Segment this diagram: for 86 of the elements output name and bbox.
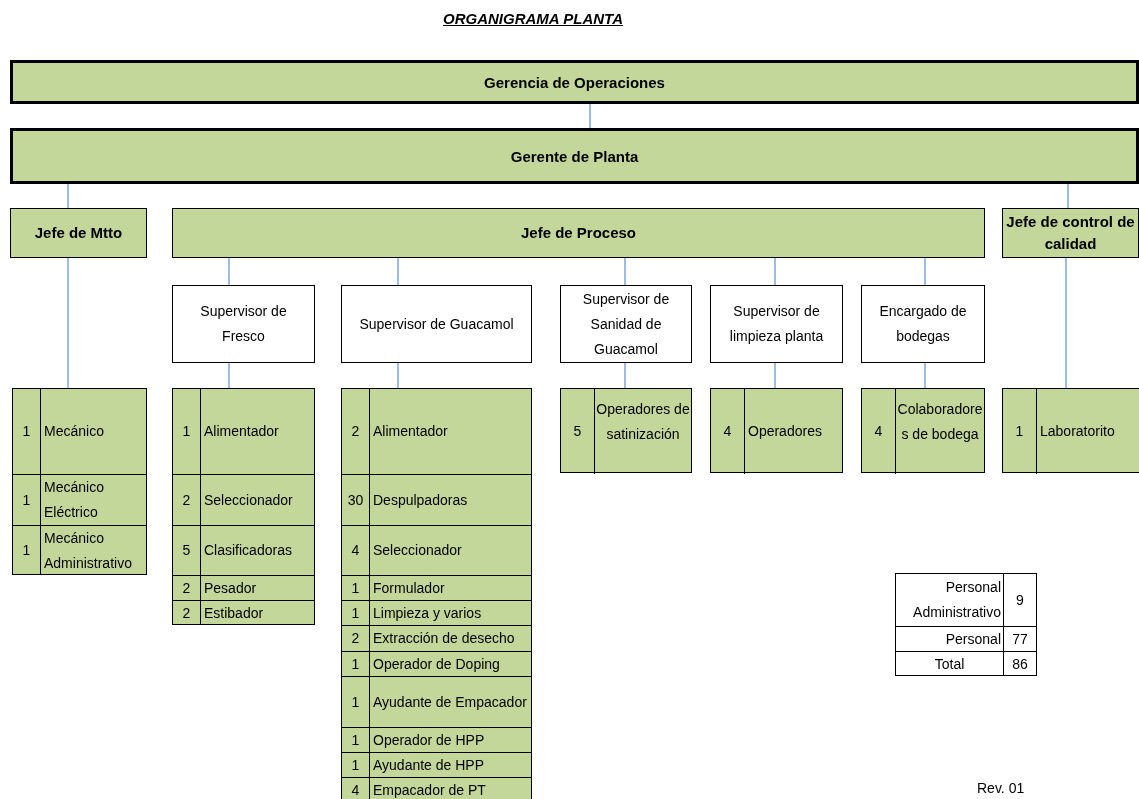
job-title: Colaboradores de bodega [896,400,984,444]
job-title: Pesador [203,578,258,598]
staff-count: 4 [342,778,370,799]
supervisor-box: Supervisor de Fresco [172,285,315,363]
position-box: Jefe de Mtto [10,208,147,258]
job-title: Operador de Doping [372,654,501,674]
connector-line [774,257,776,286]
connector-line [624,362,626,389]
job-title: Formulador [372,578,446,598]
staff-count: 2 [342,626,370,651]
staff-table [172,388,315,625]
connector-line [67,183,69,209]
supervisor-box: Supervisor de Guacamol [341,285,532,363]
position-box: Jefe de control de calidad [1002,208,1139,258]
summary-label: Personal [896,627,1004,651]
connector-line [924,362,926,389]
staff-count: 1 [342,601,370,625]
staff-count: 1 [13,389,41,474]
staff-count: 5 [561,389,595,474]
connector-line [1065,257,1067,389]
job-title: Seleccionador [203,490,294,510]
job-title: Operadores de satinización [595,400,691,444]
staff-count: 4 [342,526,370,575]
staff-count: 1 [342,753,370,777]
staff-count: 1 [1003,389,1037,474]
connector-line [924,257,926,286]
job-title: Operadores [747,422,823,441]
staff-count: 2 [173,601,201,625]
job-title: Estibador [203,603,265,623]
staff-count: 1 [342,652,370,676]
staff-count: 1 [342,677,370,727]
job-title: Extracción de desecho [372,629,516,648]
connector-line [589,103,591,129]
staff-table [1002,388,1139,473]
staff-count: 2 [173,475,201,525]
staff-table [12,388,147,575]
connector-line [228,362,230,389]
job-title: Limpieza y varios [372,603,483,623]
summary-value: 86 [1011,654,1029,674]
job-title: Ayudante de Empacador [372,692,528,712]
job-title: Laboratorito [1039,422,1116,441]
job-title: Mecánico Eléctrico [43,478,105,522]
staff-count: 4 [862,389,896,474]
staff-count: 4 [711,389,745,474]
job-title: Seleccionador [372,541,463,560]
connector-line [774,362,776,389]
job-title: Operador de HPP [372,730,486,750]
staff-count: 1 [13,475,41,525]
staff-table [560,388,692,473]
job-title: Alimentador [203,422,280,441]
staff-count: 2 [173,576,201,600]
staff-table [710,388,843,473]
staff-count: 5 [173,526,201,575]
staff-count: 1 [13,526,41,575]
chart-title: ORGANIGRAMA PLANTA [442,10,624,27]
job-title: Alimentador [372,422,449,441]
staff-table [341,388,532,799]
summary-label: Total [896,652,1004,676]
job-title: Mecánico [43,422,105,441]
connector-line [624,257,626,286]
job-title: Ayudante de HPP [372,755,486,775]
summary-label: Personal Administrativo [896,574,1004,626]
revision-note: Rev. 01 [977,780,1025,796]
job-title: Empacador de PT [372,780,487,799]
job-title: Clasificadoras [203,541,293,560]
supervisor-box: Supervisor de Sanidad de Guacamol [560,285,692,363]
job-title: Despulpadoras [372,490,469,510]
connector-line [397,257,399,286]
summary-value: 9 [1015,590,1025,610]
connector-line [1067,183,1069,209]
position-box: Gerencia de Operaciones [10,60,1139,104]
staff-table [861,388,985,473]
summary-value: 77 [1011,629,1029,649]
staff-count: 2 [342,389,370,474]
staff-count: 1 [342,728,370,752]
connector-line [397,362,399,389]
supervisor-box: Encargado de bodegas [861,285,985,363]
staff-count: 1 [342,576,370,600]
supervisor-box: Supervisor de limpieza planta [710,285,843,363]
job-title: Mecánico Administrativo [43,528,133,573]
staff-count: 30 [342,475,370,525]
connector-line [228,257,230,286]
position-box: Jefe de Proceso [172,208,985,258]
connector-line [67,257,69,389]
position-box: Gerente de Planta [10,128,1139,184]
staff-count: 1 [173,389,201,474]
